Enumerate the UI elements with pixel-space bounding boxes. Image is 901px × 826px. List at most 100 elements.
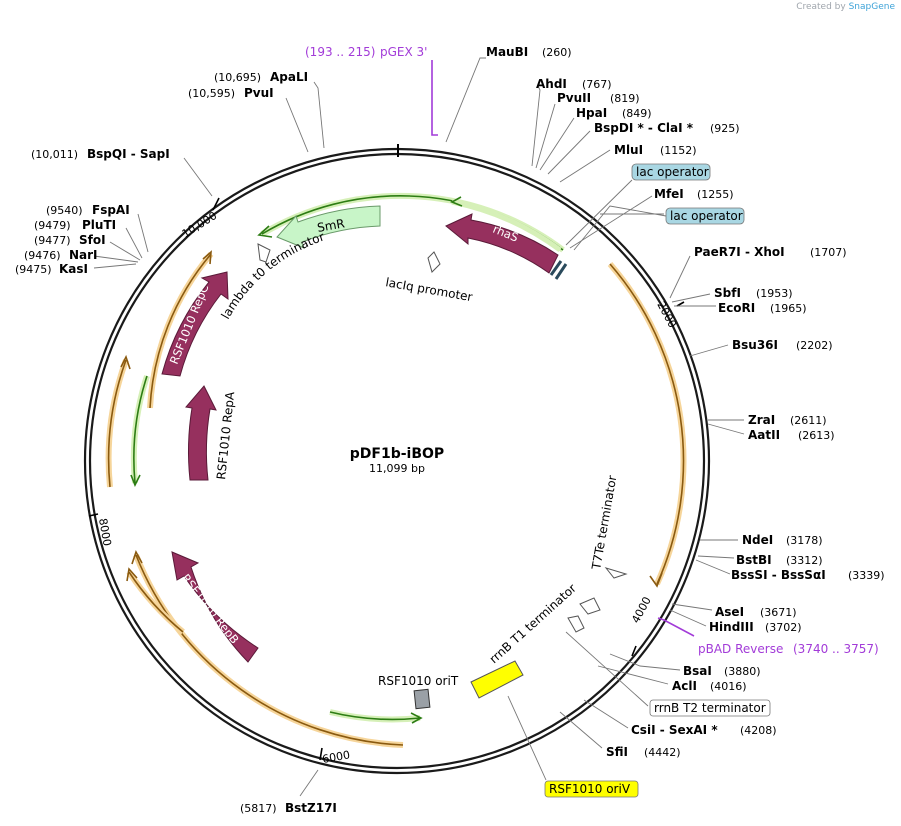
svg-text:(4442): (4442) <box>644 746 681 759</box>
lac-operator-box-2 <box>665 207 745 225</box>
svg-text:(1965): (1965) <box>770 302 807 315</box>
site-AhdI: AhdI <box>536 77 567 91</box>
T7Te-label: T7Te terminator <box>589 474 620 571</box>
backbone <box>83 144 711 775</box>
svg-text:(3880): (3880) <box>724 665 761 678</box>
rrnB-T1-label: rrnB T1 terminator <box>487 581 579 666</box>
feature-RepB: RSF1010 RepB <box>171 551 259 663</box>
site-HindIII: HindIII <box>709 620 754 634</box>
site-MluI: MluI <box>614 143 643 157</box>
site-BsaI: BsaI <box>683 664 712 678</box>
site-AclI: AclI <box>672 679 697 693</box>
site-SfoI: SfoI <box>79 233 106 247</box>
rrnB-T2-glyph <box>567 615 585 633</box>
rrnB-T1-glyph <box>579 597 601 615</box>
svg-text:(260): (260) <box>542 46 572 59</box>
svg-text:(9476): (9476) <box>24 249 61 262</box>
lacIq-label: lacIq promoter <box>384 275 473 304</box>
primer-pBAD-range: (3740 .. 3757) <box>793 642 879 656</box>
primer-pGEX3-name: pGEX 3' <box>380 45 427 59</box>
site-ZraI: ZraI <box>748 413 775 427</box>
site-PvuI: PvuI <box>244 86 274 100</box>
site-PluTI: PluTI <box>82 218 116 232</box>
site-MauBI: MauBI <box>486 45 528 59</box>
rrnB-T2-label: rrnB T2 terminator <box>654 701 766 715</box>
svg-text:(9479): (9479) <box>34 219 71 232</box>
svg-text:(9540): (9540) <box>46 204 83 217</box>
site-PaeR7I-XhoI: PaeR7I - XhoI <box>694 245 785 259</box>
orf-arc-green-top-right <box>451 199 562 253</box>
RepC-label: RSF1010 RepC <box>167 282 212 366</box>
svg-text:(3671): (3671) <box>760 606 797 619</box>
svg-text:(4208): (4208) <box>740 724 777 737</box>
lac-operator-box-1 <box>631 163 711 181</box>
primer-pGEX3: (193 .. 215) pGEX 3' <box>305 45 438 136</box>
tick-label-2000: 2000 <box>654 299 679 330</box>
leader-lines <box>93 57 745 797</box>
site-BstBI: BstBI <box>736 553 772 567</box>
svg-text:(1152): (1152) <box>660 144 697 157</box>
site-AatII: AatII <box>748 428 780 442</box>
tick-label-10000: 10,000 <box>180 209 220 240</box>
site-AseI: AseI <box>715 605 744 619</box>
credit-brand: SnapGene <box>848 2 895 12</box>
svg-text:(1255): (1255) <box>697 188 734 201</box>
site-FspAI: FspAI <box>92 203 130 217</box>
svg-text:(10,595): (10,595) <box>188 87 235 100</box>
primer-pGEX3-range: (193 .. 215) <box>305 45 375 59</box>
site-SbfI: SbfI <box>714 286 741 300</box>
tick-label-4000: 4000 <box>629 595 654 626</box>
svg-text:(767): (767) <box>582 78 612 91</box>
T7Te-glyph <box>604 567 628 579</box>
site-SfiI: SfiI <box>606 745 628 759</box>
SmR-label: SmR <box>316 216 346 235</box>
site-PvuII: PvuII <box>557 91 591 105</box>
svg-text:(2611): (2611) <box>790 414 827 427</box>
site-EcoRI: EcoRI <box>718 301 755 315</box>
primer-pBAD-reverse: pBAD Reverse (3740 .. 3757) <box>657 617 879 656</box>
RepB-label: RSF1010 RepB <box>179 571 242 646</box>
svg-text:(3312): (3312) <box>786 554 823 567</box>
rrnB-T2-box <box>649 699 771 717</box>
svg-text:(849): (849) <box>622 107 652 120</box>
svg-text:(10,011): (10,011) <box>31 148 78 161</box>
svg-text:(3178): (3178) <box>786 534 823 547</box>
lac-operator-label-1: lac operator <box>636 165 709 179</box>
lac-operator-label-2: lac operator <box>670 209 743 223</box>
svg-text:(5817): (5817) <box>240 802 277 815</box>
site-NarI: NarI <box>69 248 98 262</box>
svg-text:(9477): (9477) <box>34 234 71 247</box>
feature-RepA: RSF1010 RepA <box>185 385 237 481</box>
svg-text:(3702): (3702) <box>765 621 802 634</box>
oriV-box <box>470 660 524 699</box>
oriV-label-box <box>544 780 639 798</box>
oriT-box <box>413 688 431 710</box>
tick-label-8000: 8000 <box>96 517 114 547</box>
credit-prefix: Created by <box>796 2 846 12</box>
svg-text:(10,695): (10,695) <box>214 71 261 84</box>
site-BspDI-ClaI: BspDI * - ClaI * <box>594 121 694 135</box>
lambda-t0-glyph <box>257 243 271 263</box>
svg-text:(819): (819) <box>610 92 640 105</box>
site-Bsu36I: Bsu36I <box>732 338 778 352</box>
site-KasI: KasI <box>59 262 88 276</box>
orf-arcs <box>105 192 687 748</box>
site-BspQI-SapI: BspQI - SapI <box>87 147 170 161</box>
svg-text:(1707): (1707) <box>810 246 847 259</box>
site-HpaI: HpaI <box>576 106 607 120</box>
primer-pBAD-name: pBAD Reverse <box>698 642 783 656</box>
lambda-t0-label: lambda t0 terminator <box>218 230 326 322</box>
svg-text:(4016): (4016) <box>710 680 747 693</box>
site-CsiI-SexAI: CsiI - SexAI * <box>631 723 718 737</box>
small-feature-glyphs <box>257 243 628 633</box>
feature-SmR: SmR <box>276 205 381 249</box>
site-ApaLI: ApaLI <box>270 70 308 84</box>
svg-text:(9475): (9475) <box>15 263 52 276</box>
site-labels: MauBI (260) AhdI (767) PvuII (819) HpaI … <box>15 45 885 815</box>
site-BstZ17I: BstZ17I <box>285 801 337 815</box>
snapgene-credit: Created by SnapGene <box>796 2 895 12</box>
oriV-label: RSF1010 oriV <box>549 782 631 796</box>
oriT-label: RSF1010 oriT <box>378 674 459 688</box>
site-NdeI: NdeI <box>742 533 773 547</box>
